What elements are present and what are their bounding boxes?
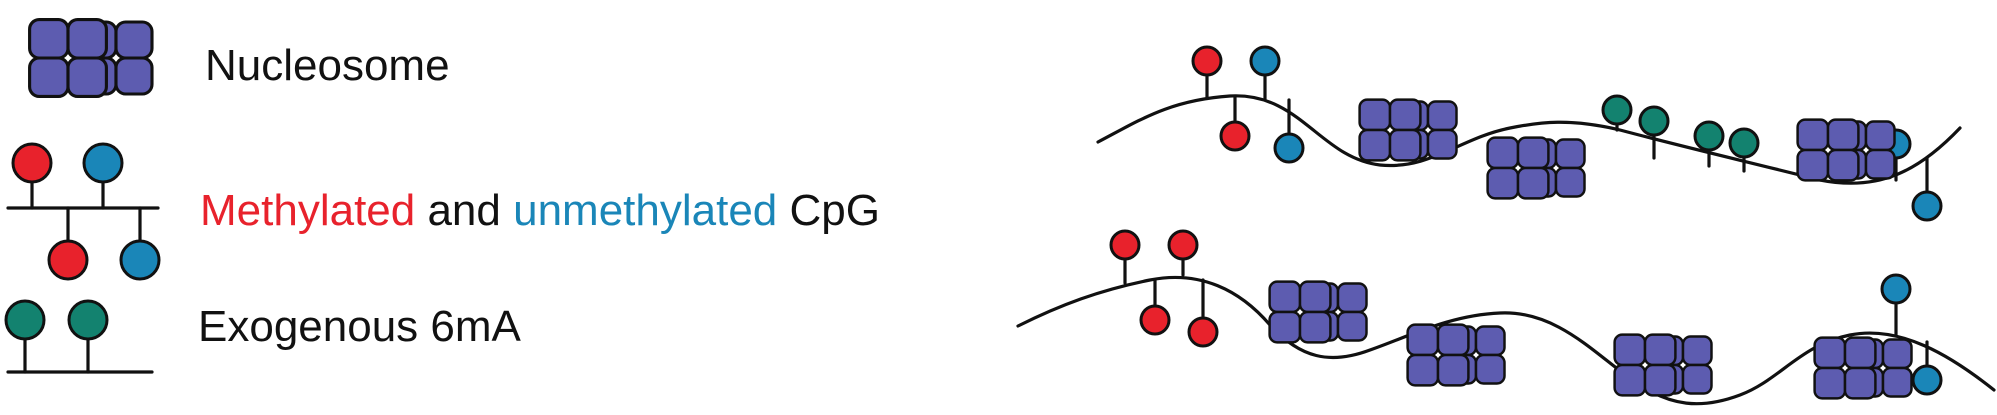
methylated-cpg-icon <box>1191 45 1223 77</box>
nucleosome-icon <box>1486 136 1586 200</box>
exogenous-6ma-icon <box>1638 105 1670 137</box>
exogenous-6ma-icon <box>1601 94 1633 126</box>
methylated-cpg-icon <box>1167 229 1199 261</box>
exogenous-6ma-icon <box>1728 127 1760 159</box>
unmethylated-cpg-icon <box>1880 273 1912 305</box>
cpg-label: Methylated and unmethylated CpG <box>200 186 880 235</box>
cpg-legend-icon <box>6 142 161 281</box>
legend-cpg: Methylated and unmethylated CpG <box>6 142 880 281</box>
legend-nucleosome: Nucleosome <box>28 18 450 98</box>
nucleosome-icon <box>1406 323 1506 387</box>
unmethylated-cpg-icon <box>119 239 161 281</box>
cpg-suffix-label: CpG <box>777 186 880 235</box>
exogenous-6ma-icon <box>4 299 46 341</box>
legend-exogenous-6ma: Exogenous 6mA <box>4 299 522 374</box>
nucleosome-icon <box>28 18 154 98</box>
unmethylated-cpg-icon <box>1911 190 1943 222</box>
unmethylated-cpg-icon <box>1911 364 1943 396</box>
chromatin-strand-top <box>1096 45 1962 222</box>
unmethylated-label: unmethylated <box>513 186 777 235</box>
unmethylated-cpg-icon <box>1273 132 1305 164</box>
exogenous-6ma-icon <box>67 299 109 341</box>
nucleosome-icon <box>1813 336 1913 400</box>
unmethylated-cpg-icon <box>1249 45 1281 77</box>
methylated-cpg-icon <box>47 239 89 281</box>
nucleosome-icon <box>1268 280 1368 344</box>
methylated-cpg-icon <box>1187 316 1219 348</box>
nucleosome-icon <box>1358 98 1458 162</box>
and-label: and <box>415 186 513 235</box>
unmethylated-cpg-icon <box>82 142 124 184</box>
exogenous-6ma-legend-icon <box>4 299 154 374</box>
exogenous-6ma-icon <box>1693 120 1725 152</box>
nucleosome-icon <box>1796 118 1896 182</box>
methylated-label: Methylated <box>200 186 415 235</box>
chromatin-strand-bottom <box>1016 229 1996 406</box>
methylated-cpg-icon <box>11 142 53 184</box>
methylated-cpg-icon <box>1219 120 1251 152</box>
exogenous-6ma-label: Exogenous 6mA <box>198 302 522 351</box>
nucleosome-icon <box>1613 333 1713 397</box>
legend: Nucleosome Methylated and unmethylated C… <box>4 18 880 374</box>
methylated-cpg-icon <box>1109 229 1141 261</box>
nucleosome-label: Nucleosome <box>205 41 450 90</box>
methylated-cpg-icon <box>1139 304 1171 336</box>
